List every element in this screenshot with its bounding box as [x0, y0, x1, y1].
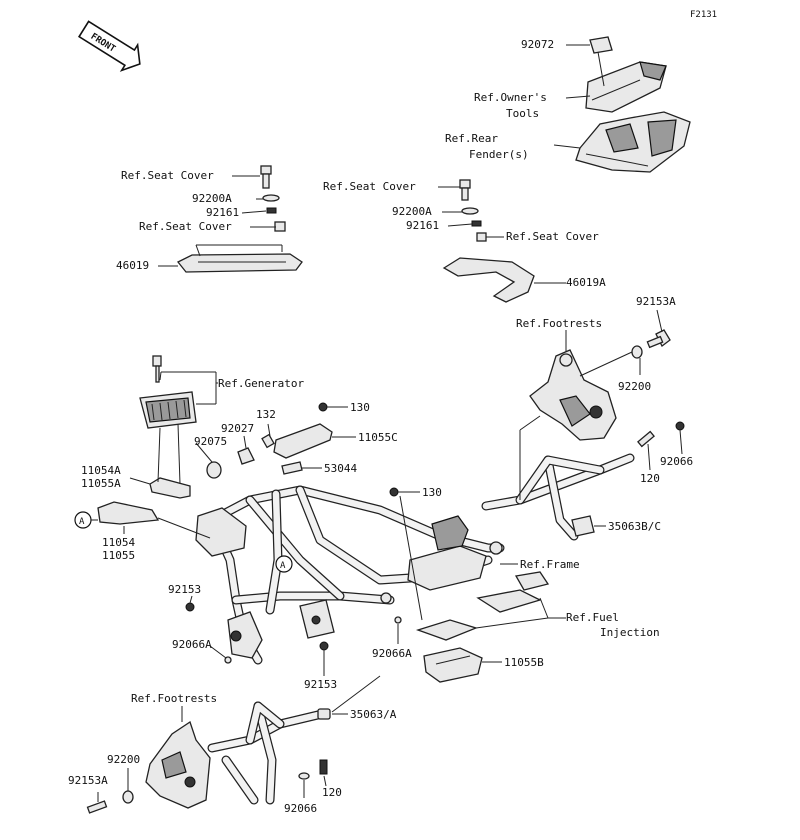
- bracket-11054: [97, 501, 211, 539]
- ref-fuel-injection-label-1: Ref.Fuel: [566, 611, 619, 624]
- part-92153a-label-top: 92153A: [636, 295, 676, 308]
- bolt-92153a-bottom: [86, 800, 108, 814]
- ref-seat-cover-label-r1: Ref.Seat Cover: [323, 180, 416, 193]
- ref-owners-tools-label-1: Ref.Owner's: [474, 91, 547, 104]
- bolt-92153-left: [185, 602, 195, 612]
- leader-lines-top-right: [553, 44, 605, 149]
- clip-53044: [281, 461, 322, 475]
- clip-92066a-right: [394, 616, 402, 624]
- footrest-bracket-top: [529, 349, 617, 441]
- callout-a-mid: A: [275, 555, 293, 573]
- part-11055a-label: 11055A: [81, 477, 121, 490]
- figure-code: F2131: [690, 10, 717, 20]
- part-11055b-label: 11055B: [504, 656, 544, 669]
- part-92153-label-left: 92153: [168, 583, 201, 596]
- owners-tools-bag: [585, 36, 667, 113]
- part-92153-label-bottom: 92153: [304, 678, 337, 691]
- clip-92066a-left: [224, 656, 232, 664]
- part-46019-label: 46019: [116, 259, 149, 272]
- part-92066-label-top: 92066: [660, 455, 693, 468]
- part-130-label-b: 130: [422, 486, 442, 499]
- leader-lines-fuel: [399, 495, 566, 663]
- main-frame: [195, 485, 505, 665]
- part-35063bc-label: 35063B/C: [608, 520, 661, 533]
- part-92200a-label-left: 92200A: [192, 192, 232, 205]
- grab-rail-46019: [176, 253, 303, 273]
- leader-lines-upper-footrest: [565, 309, 663, 377]
- part-92200-label-bottom: 92200: [107, 753, 140, 766]
- spacer-92027: [237, 435, 255, 465]
- part-35063a-label: 35063/A: [350, 708, 397, 721]
- part-92066a-label-left: 92066A: [172, 638, 212, 651]
- bracket-11055c: [273, 423, 356, 459]
- part-120-label-bottom: 120: [322, 786, 342, 799]
- leader-lines-left-rail: [158, 175, 283, 267]
- footrest-bracket-bottom: [145, 720, 211, 809]
- bolt-92153-bottom: [319, 641, 329, 651]
- ref-seat-cover-label-l2: Ref.Seat Cover: [139, 220, 232, 233]
- ref-footrests-label-top: Ref.Footrests: [516, 317, 602, 330]
- svg-text:A: A: [79, 517, 85, 527]
- part-120-label-top: 120: [640, 472, 660, 485]
- bolt-120-bottom: [319, 759, 328, 775]
- part-92200-label-top: 92200: [618, 380, 651, 393]
- nut-130-b: [389, 487, 399, 497]
- callout-a-left: A: [74, 511, 98, 529]
- part-92066a-label-right: 92066A: [372, 647, 412, 660]
- bolt-stack-right: [459, 179, 487, 242]
- part-92200a-label-right: 92200A: [392, 205, 432, 218]
- part-92066-label-bottom: 92066: [284, 802, 317, 815]
- footrest-stay-35063a: [207, 701, 331, 805]
- part-92161-label-left: 92161: [206, 206, 239, 219]
- bolt-120-top: [637, 421, 685, 448]
- bracket-11054a: [149, 423, 191, 499]
- grab-rail-46019a: [442, 257, 535, 303]
- bolt-stack-left: [260, 165, 286, 232]
- damper-92075: [195, 442, 222, 479]
- bolt-132: [261, 423, 275, 449]
- fuel-injection-parts: [415, 571, 550, 683]
- part-11054a-label: 11054A: [81, 464, 121, 477]
- nut-130-a: [318, 402, 328, 412]
- part-92075-label: 92075: [194, 435, 227, 448]
- ref-owners-tools-label-2: Tools: [506, 107, 539, 120]
- ref-rear-fender-label-1: Ref.Rear: [445, 132, 498, 145]
- ref-seat-cover-label-l1: Ref.Seat Cover: [121, 169, 214, 182]
- bolt-92153a-top: [646, 329, 671, 349]
- part-11055c-label: 11055C: [358, 431, 398, 444]
- washer-92200-top: [631, 345, 643, 359]
- washer-92200-bottom: [122, 790, 134, 804]
- regulator-part: [139, 355, 197, 429]
- svg-text:A: A: [280, 561, 286, 571]
- part-92072-label: 92072: [521, 38, 554, 51]
- leader-lines-generator: [129, 371, 218, 485]
- ref-footrests-label-bottom: Ref.Footrests: [131, 692, 217, 705]
- part-130-label-a: 130: [350, 401, 370, 414]
- rear-fender-part: [575, 111, 691, 173]
- part-132-label: 132: [256, 408, 276, 421]
- leader-lines-right-rail: [438, 186, 566, 284]
- part-53044-label: 53044: [324, 462, 357, 475]
- front-arrow-icon: FRONT: [77, 20, 141, 72]
- ref-rear-fender-label-2: Fender(s): [469, 148, 529, 161]
- ref-generator-label: Ref.Generator: [218, 377, 304, 390]
- ref-frame-label: Ref.Frame: [520, 558, 580, 571]
- footrest-stay-35063bc: [481, 453, 635, 541]
- part-92153a-label-bottom: 92153A: [68, 774, 108, 787]
- ref-fuel-injection-label-2: Injection: [600, 626, 660, 639]
- part-92161-label-right: 92161: [406, 219, 439, 232]
- part-11055-label: 11055: [102, 549, 135, 562]
- leader-lines-lower: [97, 675, 381, 802]
- clip-92066-bottom: [298, 772, 310, 780]
- ref-seat-cover-label-r2: Ref.Seat Cover: [506, 230, 599, 243]
- part-92027-label: 92027: [221, 422, 254, 435]
- part-11054-label: 11054: [102, 536, 135, 549]
- part-46019a-label: 46019A: [566, 276, 606, 289]
